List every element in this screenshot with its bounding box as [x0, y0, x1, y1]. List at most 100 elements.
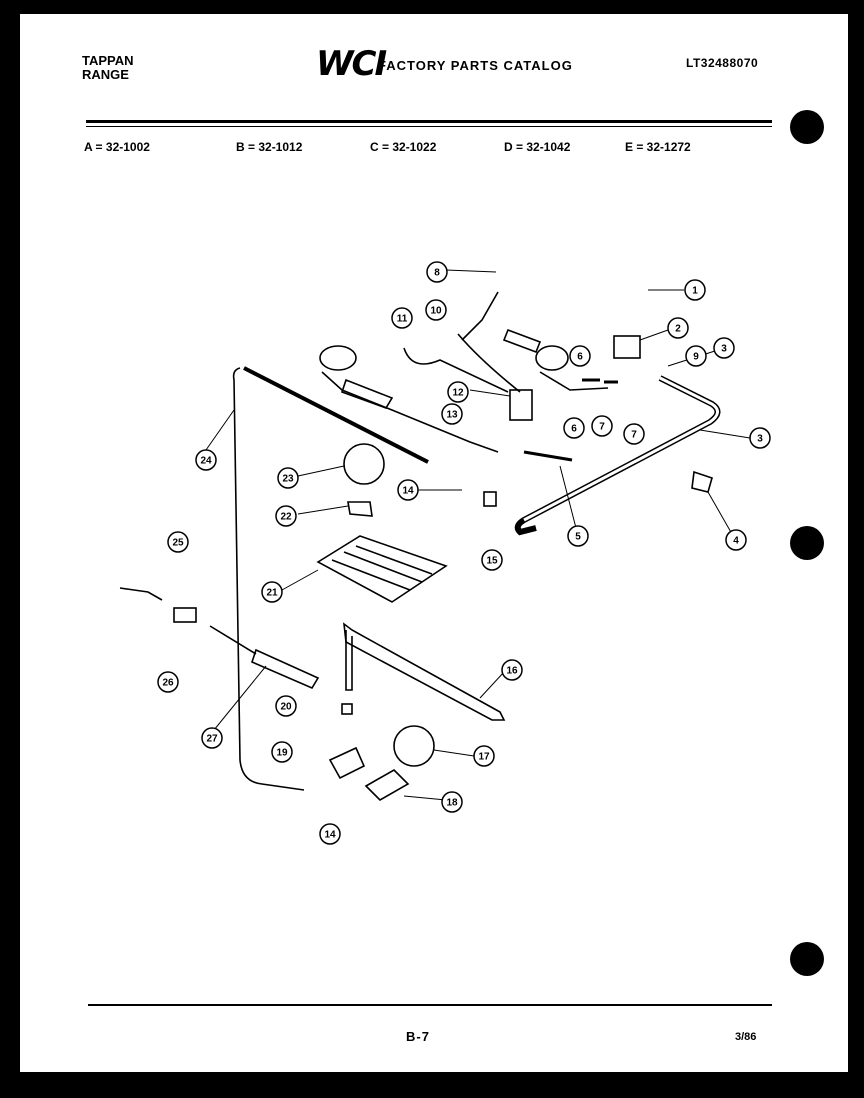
oven-burner-tube-inner — [243, 366, 429, 464]
binder-hole-top — [790, 110, 824, 144]
callout-7: 7 — [591, 415, 613, 437]
paper-sheet: TAPPAN RANGE WCI FACTORY PARTS CATALOG L… — [20, 14, 848, 1072]
model-d: D = 32-1042 — [504, 140, 571, 154]
model-b: B = 32-1012 — [236, 140, 303, 154]
callout-circle — [275, 505, 297, 527]
callout-circle — [426, 261, 448, 283]
callout-17: 17 — [473, 745, 495, 767]
burner-16-stem — [345, 630, 353, 691]
callout-1: 1 — [684, 279, 706, 301]
callout-number: 7 — [631, 430, 637, 441]
burner-valve — [613, 335, 641, 359]
callout-3: 3 — [713, 337, 735, 359]
diagram-parts — [119, 291, 721, 801]
callout-number: 4 — [733, 536, 739, 547]
callout-2: 2 — [667, 317, 689, 339]
baffle-21-ribs — [331, 545, 433, 591]
callout-circle — [567, 525, 589, 547]
callout-number: 3 — [757, 434, 763, 445]
callout-11: 11 — [391, 307, 413, 329]
binder-hole-middle — [790, 526, 824, 560]
brand-block: TAPPAN RANGE — [82, 54, 134, 82]
wire-10 — [461, 291, 499, 341]
bracket-18 — [364, 769, 410, 801]
footer-rule — [88, 1004, 772, 1006]
callout-number: 15 — [486, 556, 498, 567]
leader-17 — [433, 749, 475, 757]
callout-6: 6 — [569, 345, 591, 367]
part-26 — [173, 607, 197, 623]
top-burner-right — [535, 345, 569, 371]
callout-circle — [157, 671, 179, 693]
callout-circle — [685, 345, 707, 367]
part-15 — [483, 491, 497, 507]
callout-circle — [441, 791, 463, 813]
callout-circle — [749, 427, 771, 449]
callout-number: 21 — [266, 588, 278, 599]
leader-2 — [639, 329, 669, 341]
right-burner-body — [539, 371, 609, 391]
callout-9: 9 — [685, 345, 707, 367]
callout-circle — [195, 449, 217, 471]
part-20 — [341, 703, 353, 715]
callout-13: 13 — [441, 403, 463, 425]
callout-23: 23 — [277, 467, 299, 489]
leader-27 — [213, 665, 267, 731]
callout-number: 20 — [280, 702, 292, 713]
model-a: A = 32-1002 — [84, 140, 150, 154]
model-list: A = 32-1002 B = 32-1012 C = 32-1022 D = … — [84, 140, 744, 156]
callout-number: 10 — [430, 306, 442, 317]
callout-number: 6 — [571, 424, 577, 435]
callout-circle — [725, 529, 747, 551]
callout-number: 8 — [434, 268, 440, 279]
page-code: B-7 — [406, 1029, 430, 1044]
callout-10: 10 — [425, 299, 447, 321]
callout-22: 22 — [275, 505, 297, 527]
callout-circle — [447, 381, 469, 403]
callout-18: 18 — [441, 791, 463, 813]
detail-17 — [393, 725, 435, 767]
logo-text: WCI — [316, 44, 387, 84]
callout-number: 5 — [575, 532, 581, 543]
callout-number: 24 — [200, 456, 212, 467]
callout-circle — [713, 337, 735, 359]
callout-circle — [201, 727, 223, 749]
leader-12 — [469, 389, 511, 397]
oven-burner-tube — [232, 367, 305, 791]
callout-circle — [397, 479, 419, 501]
revision-date: 3/86 — [735, 1031, 757, 1043]
callout-circle — [277, 467, 299, 489]
callout-number: 1 — [692, 286, 698, 297]
brand-line-1: TAPPAN — [82, 53, 134, 68]
callout-number: 26 — [162, 678, 174, 689]
callout-circle — [501, 659, 523, 681]
callout-26: 26 — [157, 671, 179, 693]
callout-14: 14 — [397, 479, 419, 501]
callout-number: 13 — [446, 410, 458, 421]
callout-number: 25 — [172, 538, 184, 549]
callout-21: 21 — [261, 581, 283, 603]
callout-5: 5 — [567, 525, 589, 547]
leader-8 — [445, 269, 497, 273]
header-rule-thin — [86, 126, 772, 127]
callout-8: 8 — [426, 261, 448, 283]
callout-number: 11 — [397, 314, 408, 325]
callout-number: 12 — [452, 388, 464, 399]
catalog-title: FACTORY PARTS CATALOG — [378, 58, 573, 73]
callout-6: 6 — [563, 417, 585, 439]
callout-leaders — [205, 269, 751, 801]
manifold-pipe-core — [523, 376, 719, 522]
model-c: C = 32-1022 — [370, 140, 437, 154]
leader-3b — [699, 429, 751, 439]
thermostat-box — [509, 389, 533, 421]
callout-number: 23 — [282, 474, 294, 485]
callout-number: 7 — [599, 422, 605, 433]
callout-circle — [391, 307, 413, 329]
callout-circle — [261, 581, 283, 603]
callout-16: 16 — [501, 659, 523, 681]
callout-circle — [569, 345, 591, 367]
callout-circle — [473, 745, 495, 767]
safety-valve-19 — [328, 746, 366, 780]
callout-circle — [481, 549, 503, 571]
